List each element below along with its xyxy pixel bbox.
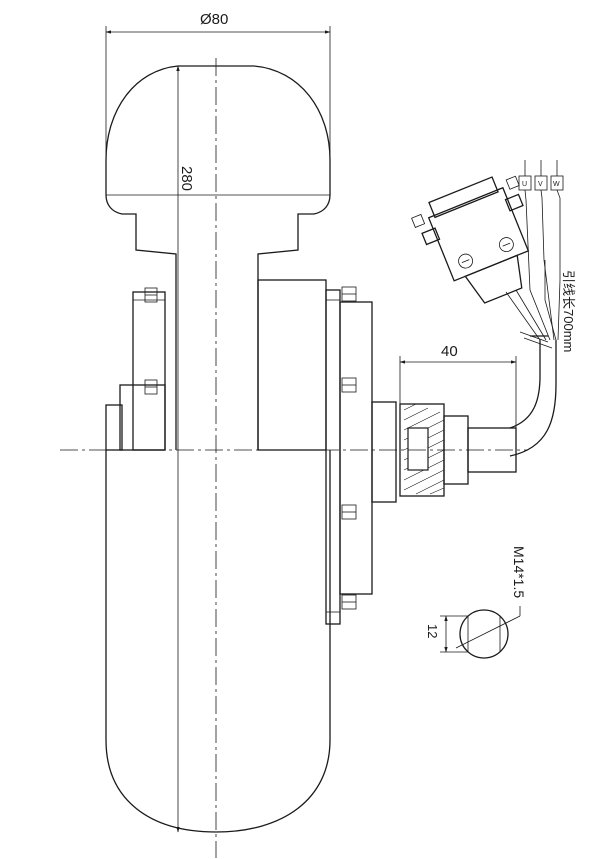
terminal-u: U <box>518 160 532 201</box>
terminal-v: V <box>534 160 548 199</box>
wire-terminals: U V W <box>518 160 564 201</box>
thread-detail: 12 M14*1.5 <box>425 546 527 659</box>
terminal-v-label: V <box>538 181 543 188</box>
cable-assembly <box>505 197 561 457</box>
center-lines <box>60 58 528 858</box>
left-housing <box>105 287 166 451</box>
dimension-shaft: 40 <box>399 343 517 428</box>
dimension-diameter: Ø80 <box>105 11 331 160</box>
terminal-w-label: W <box>553 181 560 188</box>
lead-length-label: 引线长700mm <box>561 270 576 352</box>
right-flange <box>257 279 397 625</box>
motor-body <box>105 65 331 833</box>
terminal-u-label: U <box>522 181 527 188</box>
shaft-length-label: 40 <box>441 343 458 360</box>
thread-label: M14*1.5 <box>511 546 527 598</box>
flat-width-label: 12 <box>425 624 440 638</box>
terminal-w: W <box>550 160 564 199</box>
dimension-height: 280 <box>176 65 195 833</box>
d-sub-connector <box>411 175 530 304</box>
diameter-label: Ø80 <box>200 11 228 28</box>
height-label: 280 <box>178 166 195 191</box>
